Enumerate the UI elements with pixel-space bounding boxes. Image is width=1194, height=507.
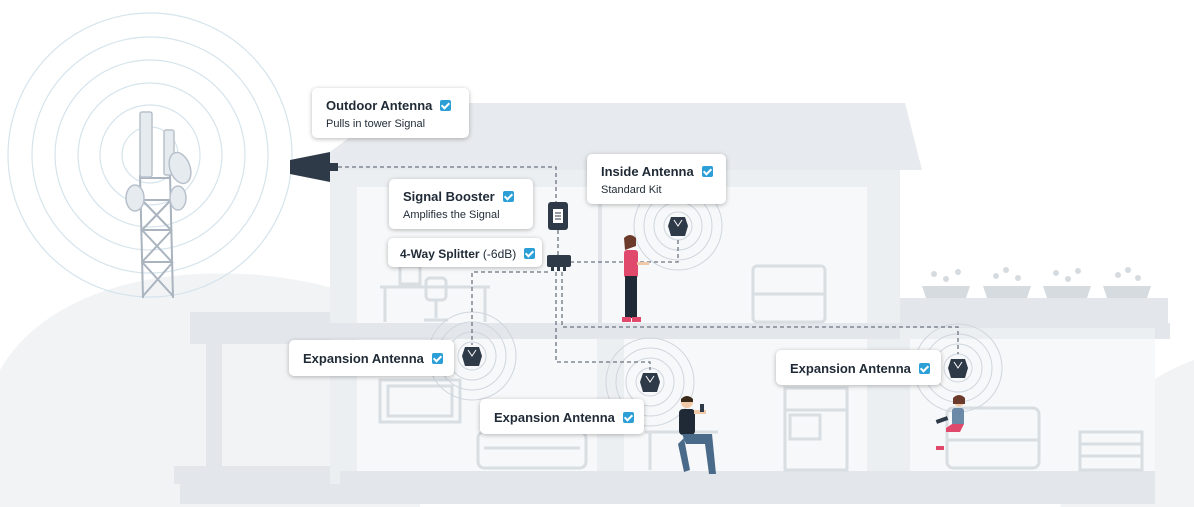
- expansion-antenna-title: Expansion Antenna: [790, 361, 911, 376]
- annex-base: [174, 466, 354, 484]
- outdoor-antenna-icon: [290, 152, 338, 182]
- checkbox-icon[interactable]: [524, 248, 536, 259]
- splitter-title: 4-Way Splitter (-6dB): [400, 247, 517, 261]
- annex-column: [206, 344, 222, 466]
- splitter-loss: (-6dB): [482, 247, 517, 261]
- expansion-antenna-card-center[interactable]: Expansion Antenna: [480, 399, 644, 434]
- expansion-antenna-card-right[interactable]: Expansion Antenna: [776, 350, 941, 385]
- signal-booster-icon: [548, 202, 568, 230]
- tower-signal-rings: [7, 12, 293, 298]
- cable-routes: [338, 166, 959, 370]
- outdoor-antenna-card[interactable]: Outdoor Antenna Pulls in tower Signal: [312, 88, 469, 138]
- house-base: [180, 484, 1155, 504]
- planters: [922, 267, 1151, 298]
- checkbox-icon[interactable]: [431, 353, 443, 364]
- right-wing: [900, 298, 1168, 328]
- signal-booster-subtitle: Amplifies the Signal: [403, 209, 500, 221]
- expansion-antenna-title: Expansion Antenna: [303, 351, 424, 366]
- checkbox-icon[interactable]: [701, 166, 713, 177]
- checkbox-icon[interactable]: [440, 100, 452, 111]
- inside-antenna-card[interactable]: Inside Antenna Standard Kit: [587, 154, 726, 204]
- splitter-card[interactable]: 4-Way Splitter (-6dB): [388, 238, 542, 267]
- inside-antenna-title: Inside Antenna: [601, 164, 694, 179]
- inside-antenna-subtitle: Standard Kit: [601, 184, 662, 196]
- checkbox-icon[interactable]: [622, 412, 634, 423]
- signal-booster-title: Signal Booster: [403, 189, 495, 204]
- outdoor-antenna-subtitle: Pulls in tower Signal: [326, 118, 426, 130]
- expansion-antenna-title: Expansion Antenna: [494, 410, 615, 425]
- outdoor-antenna-title: Outdoor Antenna: [326, 98, 433, 113]
- person-icon: [622, 235, 965, 474]
- signal-booster-card[interactable]: Signal Booster Amplifies the Signal: [389, 179, 533, 229]
- checkbox-icon[interactable]: [502, 191, 514, 202]
- tower-antenna-panels: [125, 111, 192, 212]
- splitter-icon: [547, 255, 571, 271]
- checkbox-icon[interactable]: [918, 363, 930, 374]
- expansion-antenna-card-left[interactable]: Expansion Antenna: [289, 340, 454, 376]
